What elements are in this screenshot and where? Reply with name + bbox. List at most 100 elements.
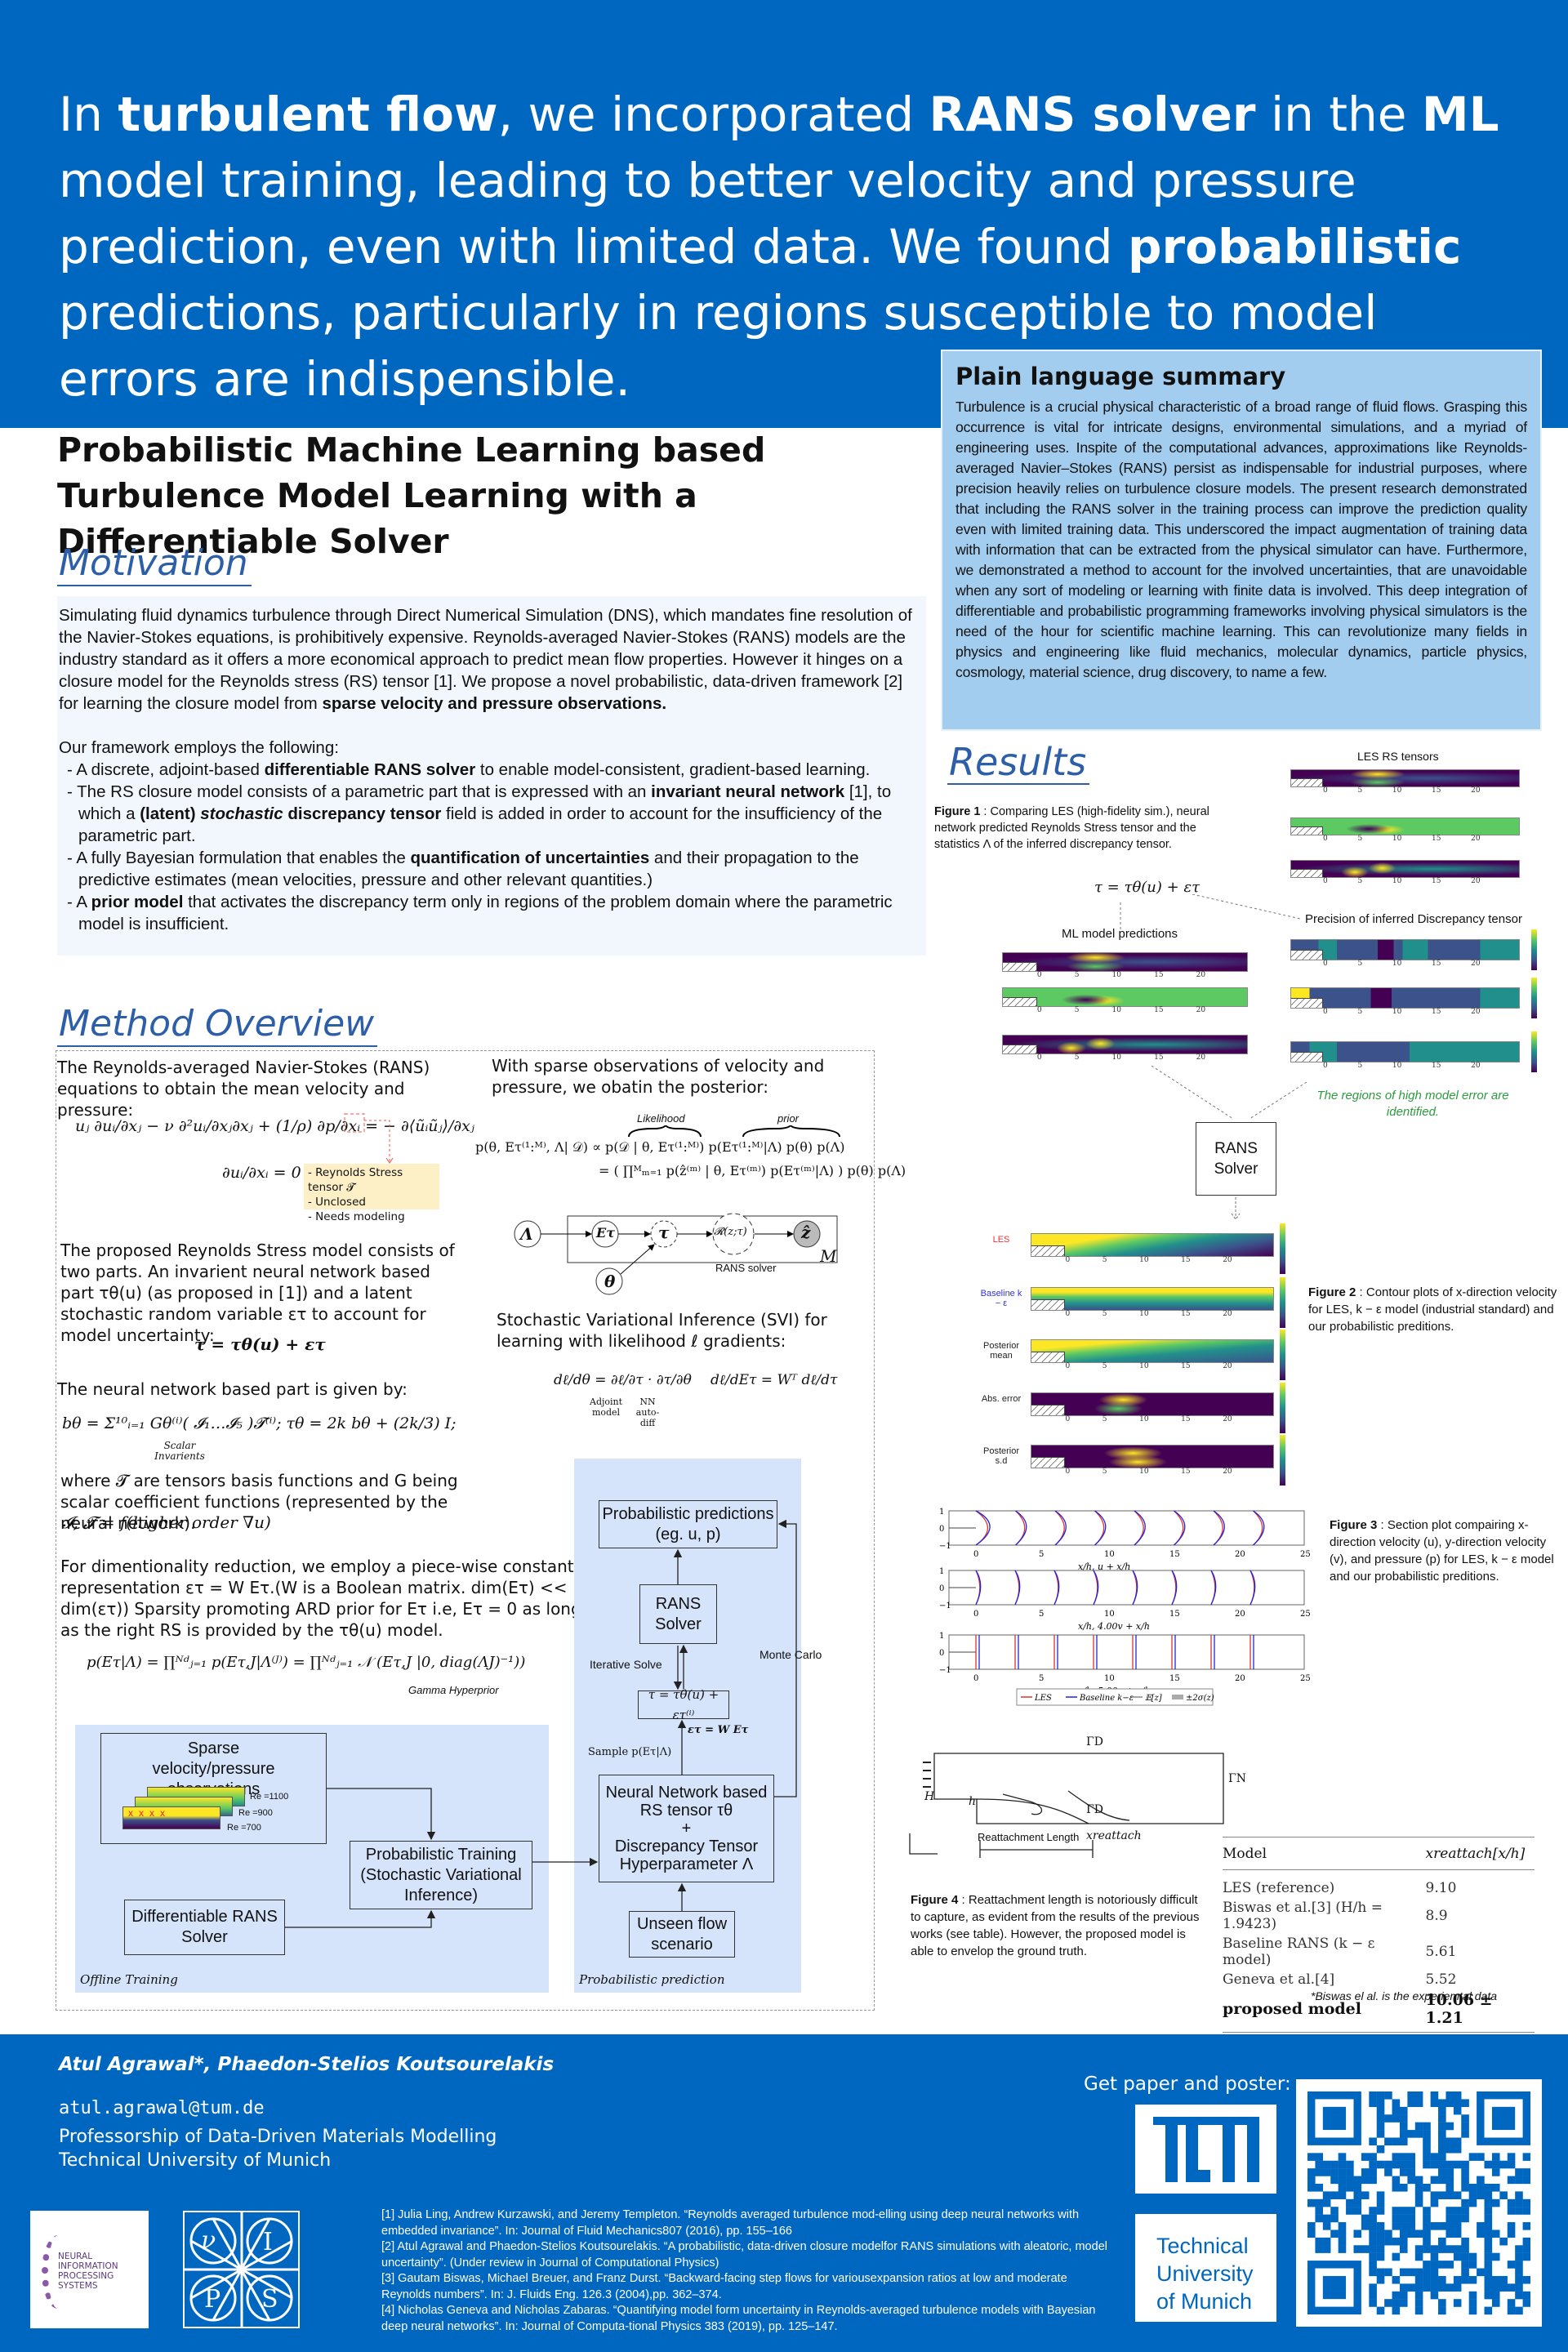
step-hatch [1291, 998, 1324, 1008]
framework-intro: Our framework employs the following: [59, 738, 339, 757]
row-label: Abs. error [981, 1394, 1022, 1404]
x-tick: 5 [1039, 1674, 1044, 1683]
footer: Atul Agrawal*, Phaedon-Stelios Koutsoure… [0, 2034, 1568, 2352]
fig1-caption: Figure 1 : Comparing LES (high-fidelity … [934, 805, 1209, 851]
tick-label: 10 [1139, 1362, 1149, 1370]
ml-predictions-title: ML model predictions [1062, 927, 1178, 941]
svi-text: Stochastic Variational Inference (SVI) f… [497, 1310, 827, 1351]
tick-label: 0 [1323, 877, 1328, 885]
obs-plot-re700: xxxx [122, 1806, 220, 1829]
scalar-invariants-label: Scalar Invarients [154, 1440, 205, 1462]
legend-entry: Baseline k−ε [1079, 1694, 1134, 1703]
tick-label: 15 [1154, 1054, 1164, 1062]
tick-label: 5 [1357, 877, 1363, 885]
step-hatch [1031, 1404, 1066, 1415]
tick-label: 15 [1181, 1468, 1191, 1476]
section-axes [948, 1510, 1305, 1546]
tick-label: 0 [1323, 960, 1328, 968]
table-cell: Baseline RANS (k − ε model) [1223, 1935, 1375, 1968]
rans-solver-box-results: RANS Solver [1196, 1122, 1276, 1196]
tick-label: 20 [1471, 960, 1481, 968]
svg-text:I: I [263, 2228, 273, 2256]
lambda-node: Λ [520, 1224, 533, 1244]
table-cell: Biswas et al.[3] (H/h = 1.9423) [1223, 1899, 1383, 1932]
theta-node: θ [604, 1272, 616, 1291]
baseline-curve [1014, 1570, 1021, 1606]
continuity-equation: ∂uᵢ/∂xᵢ = 0 [222, 1164, 301, 1182]
colorbar [1531, 1031, 1537, 1072]
legend-entry: 𝔼[z] [1145, 1694, 1162, 1703]
table-row: LES (reference)9.10 [1223, 1870, 1535, 1898]
autodiff-label: NN auto-diff [635, 1396, 660, 1428]
z-hat-node: ẑ [801, 1223, 811, 1242]
y-tick: −1 [939, 1542, 951, 1551]
high-error-note: The regions of high model error are iden… [1316, 1089, 1509, 1119]
tick-label: 0 [1065, 1310, 1071, 1318]
reference-item: [1] Julia Ling, Andrew Kurzawski, and Je… [381, 2208, 1080, 2238]
gradient-theta-equation: dℓ/dθ = ∂ℓ/∂τ · ∂τ/∂θ [554, 1372, 692, 1388]
colorbar [1280, 1223, 1285, 1274]
poster-title: Probabilistic Machine Learning based Tur… [57, 430, 766, 561]
x-tick: 10 [1104, 1610, 1115, 1619]
email-link[interactable]: atul.agrawal@tum.de [59, 2098, 265, 2118]
posterior-equation-1: p(θ, Eτ⁽¹:ᴹ⁾, Λ| 𝒟) ∝ p(𝒟 | θ, Eτ⁽¹:ᴹ⁾) … [475, 1139, 845, 1155]
tick-label: 10 [1392, 1062, 1402, 1070]
tick-label: 20 [1471, 786, 1481, 795]
x-reattach-label: xreattach [1086, 1829, 1142, 1842]
svg-text:P: P [204, 2285, 220, 2314]
baseline-curve [1093, 1570, 1099, 1606]
tick-label: 20 [1471, 1062, 1481, 1070]
graphical-model [514, 1213, 838, 1295]
fig1-equation: τ = τθ(u) + ετ [1094, 879, 1200, 896]
prior-label: prior [777, 1112, 800, 1125]
fig3-caption: Figure 3 : Section plot compairing x-dir… [1330, 1518, 1554, 1584]
qr-code[interactable] [1296, 2079, 1542, 2327]
tick-label: 15 [1431, 960, 1441, 968]
where-text: where 𝓣 are tensors basis functions and … [60, 1471, 458, 1533]
tick-label: 15 [1431, 835, 1441, 843]
legend-box [1016, 1688, 1214, 1706]
dim-reduction-text: For dimentionality reduction, we employ … [60, 1557, 581, 1640]
list-item: - A fully Bayesian formulation that enab… [67, 849, 859, 889]
tick-label: 5 [1102, 1256, 1107, 1264]
tick-label: 5 [1102, 1415, 1107, 1423]
rans-equation: uⱼ ∂uᵢ/∂xⱼ − ν ∂²uᵢ/∂xⱼ∂xⱼ + (1/ρ) ∂p/∂x… [75, 1117, 474, 1135]
tick-label: 0 [1036, 971, 1042, 979]
motivation-box: Simulating fluid dynamics turbulence thr… [57, 596, 926, 956]
tick-label: 20 [1223, 1468, 1232, 1476]
reynolds-stress-note: - Reynolds Stress tensor 𝓣- Unclosed- Ne… [304, 1164, 439, 1223]
tick-label: 20 [1471, 835, 1481, 843]
step-hatch [1003, 1045, 1037, 1054]
legend-entry: ±2σ(z) [1186, 1694, 1214, 1703]
department: Professorship of Data-Driven Materials M… [59, 2127, 497, 2147]
re-label: Re =900 [238, 1808, 273, 1818]
reference-item: [2] Atul Agrawal and Phaedon-Stelios Kou… [381, 2240, 1107, 2270]
x-tick: 10 [1104, 1550, 1115, 1559]
iterative-solve-label: Iterative Solve [590, 1658, 662, 1671]
x-tick: 5 [1039, 1550, 1044, 1559]
x-axis-label: x/h, 4.00v + x/h [1078, 1621, 1150, 1632]
probabilistic-training-box: Probabilistic Training (Stochastic Varia… [350, 1841, 532, 1909]
table-cell: 9.10 [1425, 1879, 1457, 1896]
rans-text: The Reynolds-averaged Navier-Stokes (RAN… [57, 1058, 430, 1120]
differentiable-solver-box: Differentiable RANS Solver [124, 1900, 285, 1955]
y-tick: 0 [939, 1649, 944, 1658]
tick-label: 15 [1181, 1256, 1191, 1264]
re-label: Re =1100 [250, 1792, 289, 1802]
table-cell: 10.06 ± 1.21 [1425, 1990, 1493, 2027]
gamma-n: ΓN [1228, 1772, 1246, 1785]
tick-label: 0 [1323, 1008, 1328, 1016]
table-cell: 8.9 [1425, 1907, 1448, 1924]
x-tick: 10 [1104, 1674, 1115, 1683]
row-label: LES [992, 1235, 1010, 1245]
tick-label: 5 [1102, 1468, 1107, 1476]
tick-label: 10 [1139, 1310, 1149, 1318]
x-tick: 15 [1169, 1674, 1180, 1683]
tick-label: 0 [1323, 1062, 1328, 1070]
